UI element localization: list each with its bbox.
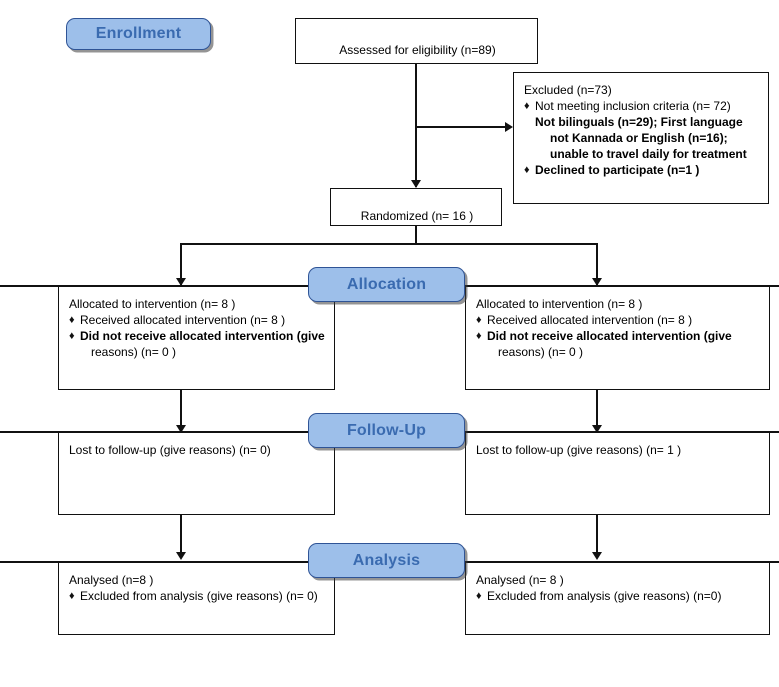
node-followup-left-text: Lost to follow-up (give reasons) (n= 0) [69, 443, 271, 457]
node-allocated-left-item-text: Did not receive allocated intervention (… [80, 329, 325, 343]
bullet-diamond-icon: ♦ [476, 590, 482, 602]
node-followup-left: Lost to follow-up (give reasons) (n= 0) [58, 432, 335, 515]
node-allocated-left-item: ♦ Received allocated intervention (n= 8 … [69, 312, 326, 328]
arrowhead-alloc-left [176, 278, 186, 286]
connector-left-alloc-to-followup [180, 390, 182, 432]
arrowhead-followup-right [592, 425, 602, 433]
node-analysis-right-heading: Analysed (n= 8 ) [476, 573, 564, 587]
bullet-diamond-icon: ♦ [524, 100, 530, 112]
arrowhead-analysis-left [176, 552, 186, 560]
arrowhead-to-randomized [411, 180, 421, 188]
connector-left-followup-to-analysis [180, 515, 182, 558]
arrowhead-analysis-right [592, 552, 602, 560]
node-excluded-content: Excluded (n=73) ♦ Not meeting inclusion … [514, 73, 768, 184]
node-allocated-right-item-text: Did not receive allocated intervention (… [487, 329, 732, 343]
arrowhead-followup-left [176, 425, 186, 433]
bullet-diamond-icon: ♦ [476, 314, 482, 326]
node-excluded-item: ♦ Not meeting inclusion criteria (n= 72) [524, 98, 760, 114]
connector-randomized-stem [415, 226, 417, 244]
node-allocated-left-item-text: Received allocated intervention (n= 8 ) [80, 313, 286, 327]
node-allocated-left: Allocated to intervention (n= 8 ) ♦ Rece… [58, 286, 335, 390]
stage-banner-followup-label: Follow-Up [346, 421, 427, 439]
bullet-diamond-icon: ♦ [69, 314, 75, 326]
node-analysis-right-item: ♦ Excluded from analysis (give reasons) … [476, 588, 761, 604]
connector-assessed-to-randomized [415, 64, 417, 187]
node-allocated-left-heading: Allocated to intervention (n= 8 ) [69, 297, 236, 311]
node-allocated-right-item: ♦ Did not receive allocated intervention… [476, 328, 761, 344]
node-followup-left-content: Lost to follow-up (give reasons) (n= 0) [59, 433, 334, 464]
node-allocated-right-heading: Allocated to intervention (n= 8 ) [476, 297, 643, 311]
connector-split-right [596, 243, 598, 285]
node-analysis-left: Analysed (n=8 ) ♦ Excluded from analysis… [58, 562, 335, 635]
node-allocated-left-item: ♦ Did not receive allocated intervention… [69, 328, 326, 344]
stage-banner-enrollment: Enrollment [66, 18, 211, 50]
node-allocated-left-cont: reasons) (n= 0 ) [91, 345, 177, 359]
node-allocated-right-item-text: Received allocated intervention (n= 8 ) [487, 313, 693, 327]
stage-banner-allocation: Allocation [308, 267, 465, 302]
node-analysis-left-item-text: Excluded from analysis (give reasons) (n… [80, 589, 318, 603]
node-excluded-subline: unable to travel daily for treatment [550, 147, 747, 161]
node-analysis-right-item-text: Excluded from analysis (give reasons) (n… [487, 589, 722, 603]
connector-right-alloc-to-followup [596, 390, 598, 432]
node-allocated-right-cont: reasons) (n= 0 ) [498, 345, 584, 359]
node-excluded-subline: not Kannada or English (n=16); [550, 131, 728, 145]
node-followup-right-text: Lost to follow-up (give reasons) (n= 1 ) [476, 443, 682, 457]
connector-right-followup-to-analysis [596, 515, 598, 558]
node-excluded: Excluded (n=73) ♦ Not meeting inclusion … [513, 72, 769, 204]
node-randomized: Randomized (n= 16 ) [330, 188, 502, 226]
node-excluded-subline: Not bilinguals (n=29); First language [535, 115, 743, 129]
node-analysis-left-item: ♦ Excluded from analysis (give reasons) … [69, 588, 326, 604]
stage-banner-allocation-label: Allocation [346, 275, 427, 293]
node-analysis-left-content: Analysed (n=8 ) ♦ Excluded from analysis… [59, 563, 334, 610]
bullet-diamond-icon: ♦ [69, 330, 75, 342]
node-excluded-heading: Excluded (n=73) [524, 83, 612, 97]
bullet-diamond-icon: ♦ [476, 330, 482, 342]
node-excluded-item-text: Declined to participate (n=1 ) [535, 163, 700, 177]
node-allocated-right-item: ♦ Received allocated intervention (n= 8 … [476, 312, 761, 328]
node-analysis-right-content: Analysed (n= 8 ) ♦ Excluded from analysi… [466, 563, 769, 610]
stage-banner-enrollment-label: Enrollment [95, 25, 182, 42]
node-analysis-left-heading: Analysed (n=8 ) [69, 573, 154, 587]
arrowhead-to-excluded [505, 122, 513, 132]
connector-allocation-split [180, 243, 597, 245]
stage-banner-analysis-label: Analysis [352, 551, 421, 569]
node-analysis-right: Analysed (n= 8 ) ♦ Excluded from analysi… [465, 562, 770, 635]
node-randomized-text: Randomized (n= 16 ) [360, 209, 474, 223]
node-allocated-right-content: Allocated to intervention (n= 8 ) ♦ Rece… [466, 287, 769, 366]
node-followup-right: Lost to follow-up (give reasons) (n= 1 ) [465, 432, 770, 515]
node-assessed-text: Assessed for eligibility (n=89) [339, 43, 496, 57]
stage-banner-followup: Follow-Up [308, 413, 465, 448]
node-allocated-right: Allocated to intervention (n= 8 ) ♦ Rece… [465, 286, 770, 390]
connector-split-left [180, 243, 182, 285]
node-allocated-left-content: Allocated to intervention (n= 8 ) ♦ Rece… [59, 287, 334, 366]
connector-to-excluded [415, 126, 510, 128]
node-excluded-item: ♦ Declined to participate (n=1 ) [524, 162, 760, 178]
node-excluded-item-text: Not meeting inclusion criteria (n= 72) [535, 99, 731, 113]
arrowhead-alloc-right [592, 278, 602, 286]
node-assessed-for-eligibility: Assessed for eligibility (n=89) [295, 18, 538, 64]
bullet-diamond-icon: ♦ [69, 590, 75, 602]
stage-banner-analysis: Analysis [308, 543, 465, 578]
bullet-diamond-icon: ♦ [524, 164, 530, 176]
node-followup-right-content: Lost to follow-up (give reasons) (n= 1 ) [466, 433, 769, 464]
